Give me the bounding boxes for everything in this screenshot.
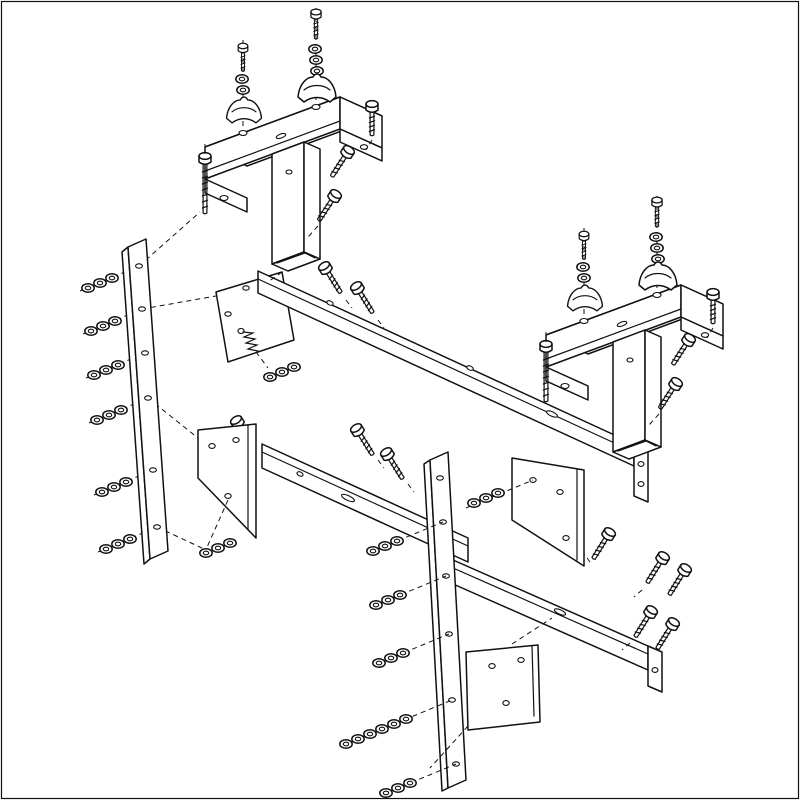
bar-hole	[149, 467, 157, 473]
bar-hole	[153, 524, 161, 530]
bracket-hole	[637, 481, 645, 487]
rail-slot	[553, 608, 567, 616]
plate-hole	[232, 437, 240, 443]
washer-nut-stack	[264, 363, 300, 381]
hex-bolt	[587, 525, 618, 563]
bar-main-face	[429, 451, 467, 789]
plate-hole	[208, 443, 216, 449]
gusset-plate	[465, 644, 541, 731]
bar-hole	[135, 263, 143, 269]
leader-line	[138, 211, 201, 267]
washer-nut-stack	[380, 779, 416, 797]
rail-bend-line	[257, 278, 635, 453]
triangle-gusset-group	[465, 457, 618, 567]
leader-line	[203, 499, 229, 555]
leader-line	[255, 351, 269, 369]
plate-hole	[556, 489, 564, 495]
leader-line	[141, 295, 217, 310]
gusset-plate	[197, 423, 257, 539]
hex-bolt	[641, 549, 672, 587]
leader-line	[633, 589, 643, 598]
washer-nut-stack	[88, 361, 124, 379]
leader-line	[345, 299, 353, 309]
spring-screw	[241, 331, 260, 352]
plate-hole	[224, 493, 232, 499]
lower-left-gusset-group	[197, 423, 257, 557]
rail-bend-line	[443, 563, 649, 655]
rail-slot	[545, 410, 559, 418]
washer-nut-stack	[96, 478, 132, 496]
plate-hole	[502, 700, 510, 706]
washer-nut-stack	[91, 406, 127, 424]
bar-hole	[144, 395, 152, 401]
washer-nut-stack	[82, 274, 118, 292]
leader-line	[377, 319, 385, 329]
leader-line	[511, 617, 553, 645]
washer-nut-stack	[85, 317, 121, 335]
washer-nut-stack	[200, 539, 236, 557]
plate-bend-line	[531, 645, 535, 717]
gusset-plate	[511, 457, 585, 567]
plate-hole	[562, 535, 570, 541]
rail-slot	[341, 493, 355, 503]
washer-nut-stack	[468, 489, 504, 507]
bracket-hole	[637, 461, 645, 467]
left-pedestal-assembly	[199, 8, 382, 271]
plate-hole	[242, 285, 250, 291]
left-side-channel-group	[79, 211, 217, 565]
hex-bolt	[348, 421, 379, 459]
rail-hole	[466, 365, 474, 371]
washer-nut-stack	[376, 715, 412, 733]
washer-nut-stack	[100, 535, 136, 553]
washer-nut-stack	[370, 591, 406, 609]
washer-nut-stack	[373, 649, 409, 667]
bottom-plate-group	[429, 617, 553, 769]
bar-hole	[141, 350, 149, 356]
leader-line	[377, 459, 385, 469]
hex-bolt	[348, 279, 379, 317]
bracket-hole	[651, 667, 659, 673]
plate-hole	[488, 663, 496, 669]
bar-hole	[138, 306, 146, 312]
rail-hole	[296, 471, 304, 477]
washer-nut-stack	[340, 730, 376, 748]
hex-bolt	[651, 615, 682, 653]
hex-bolt	[316, 259, 347, 297]
hex-bolt	[629, 603, 660, 641]
plate-hole	[517, 657, 525, 663]
leader-line	[407, 483, 415, 493]
plate-hole	[224, 311, 232, 317]
leader-line	[621, 642, 631, 651]
bar-hole	[436, 475, 444, 481]
leader-line	[267, 271, 283, 283]
hex-bolt	[663, 561, 694, 599]
hex-bolt	[378, 445, 409, 483]
leader-line	[583, 553, 591, 563]
center-stacks-group	[340, 521, 457, 797]
bar-hole	[448, 697, 456, 703]
leader-line	[429, 725, 469, 769]
center-side-channel-group	[423, 451, 467, 792]
rail-hole	[326, 300, 334, 306]
washer-nut-stack	[367, 537, 403, 555]
screw-head	[237, 327, 245, 335]
